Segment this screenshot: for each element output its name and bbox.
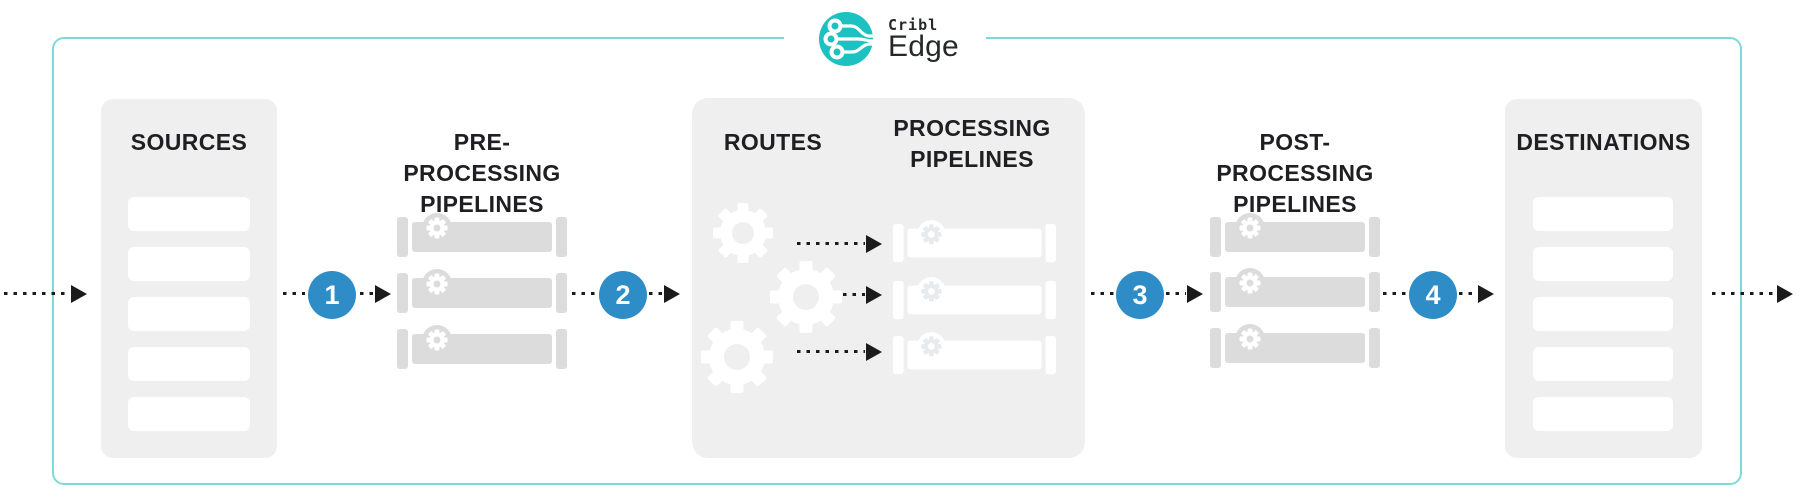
flow-arrowhead-icon	[1187, 285, 1203, 303]
pipeline-icon	[1210, 211, 1380, 263]
cribl-edge-logo: Cribl Edge	[818, 11, 959, 67]
flow-arrowhead-icon	[664, 285, 680, 303]
flow-arrowhead-icon	[1478, 285, 1494, 303]
routes-gears-icon	[701, 203, 842, 393]
flow-arrowhead-icon	[375, 285, 391, 303]
sources-label: SOURCES	[130, 129, 248, 155]
pre-processing-label-line1: PRE-PROCESSING	[403, 129, 561, 186]
pipeline-icon	[893, 274, 1056, 326]
processing-label: PROCESSING PIPELINES	[872, 113, 1072, 175]
route-arrowhead-icon	[866, 343, 882, 361]
flow-dotted-line	[1166, 292, 1186, 295]
logo-backing	[784, 4, 986, 70]
flow-dotted-line	[1383, 292, 1407, 295]
pre-processing-label-line2: PIPELINES	[420, 191, 544, 217]
destination-slot	[1533, 347, 1673, 381]
destination-slot	[1533, 247, 1673, 281]
flow-arrowhead-icon	[71, 285, 87, 303]
route-dotted-line	[797, 350, 865, 353]
flow-dotted-line	[360, 292, 373, 295]
pipeline-icon	[397, 323, 567, 375]
flow-dotted-line	[4, 292, 70, 295]
cribl-circuit-circle-icon	[819, 12, 874, 66]
flow-arrowhead-icon	[1777, 285, 1793, 303]
logo-brand-text: Cribl	[888, 16, 939, 34]
source-slot	[128, 297, 250, 331]
pipeline-icon	[893, 329, 1056, 381]
post-processing-label-line1: POST-PROCESSING	[1216, 129, 1374, 186]
destination-slot	[1533, 297, 1673, 331]
post-processing-label: POST-PROCESSING PIPELINES	[1195, 127, 1395, 220]
source-slot	[128, 397, 250, 431]
destination-slot	[1533, 397, 1673, 431]
route-dotted-line	[797, 242, 865, 245]
route-dotted-line	[843, 293, 865, 296]
step-badge-1: 1	[308, 271, 356, 319]
step-badge-2: 2	[599, 271, 647, 319]
post-processing-label-line2: PIPELINES	[1233, 191, 1357, 217]
pipeline-icon	[1210, 322, 1380, 374]
route-arrowhead-icon	[866, 286, 882, 304]
routes-label: ROUTES	[723, 129, 823, 155]
source-slot	[128, 347, 250, 381]
destination-slot	[1533, 197, 1673, 231]
routes-processing-panel	[692, 98, 1085, 458]
pipeline-icon	[893, 217, 1056, 269]
pipeline-icon	[397, 211, 567, 263]
pipeline-icon	[397, 267, 567, 319]
flow-dotted-line	[283, 292, 305, 295]
processing-label-line2: PIPELINES	[910, 146, 1034, 172]
step-badge-4: 4	[1409, 271, 1457, 319]
step-badge-3: 3	[1116, 271, 1164, 319]
pre-processing-label: PRE-PROCESSING PIPELINES	[382, 127, 582, 220]
logo-product-text: Edge	[888, 30, 959, 63]
source-slot	[128, 197, 250, 231]
flow-dotted-line	[572, 292, 597, 295]
route-arrowhead-icon	[866, 235, 882, 253]
destinations-label: DESTINATIONS	[1516, 129, 1691, 155]
processing-label-line1: PROCESSING	[893, 115, 1051, 141]
source-slot	[128, 247, 250, 281]
flow-dotted-line	[1712, 292, 1776, 295]
flow-dotted-line	[649, 292, 663, 295]
flow-dotted-line	[1459, 292, 1477, 295]
pipeline-icon	[1210, 266, 1380, 318]
flow-dotted-line	[1091, 292, 1114, 295]
logo-wordmark: Cribl Edge	[888, 11, 959, 63]
